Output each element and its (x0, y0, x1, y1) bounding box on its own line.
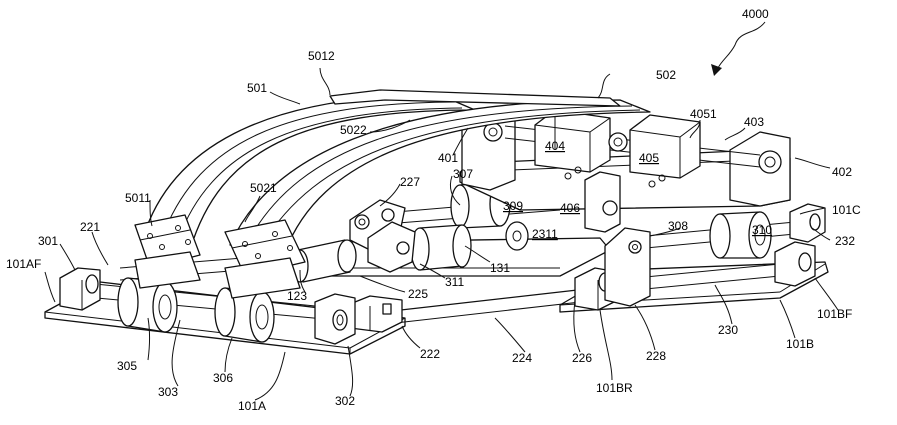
label-101A: 101A (238, 399, 266, 413)
label-5012: 5012 (308, 49, 335, 63)
label-5022: 5022 (340, 123, 367, 137)
bracket-402 (729, 131, 791, 207)
roller-310 (709, 211, 772, 259)
label-101C: 101C (832, 203, 861, 217)
label-228: 228 (646, 349, 666, 363)
label-224: 224 (512, 351, 532, 365)
label-301: 301 (38, 234, 58, 248)
bracket-228 (604, 227, 651, 307)
label-5021: 5021 (250, 181, 277, 195)
bracket-406 (584, 171, 621, 233)
roller-305 (117, 277, 178, 333)
label-101AF: 101AF (6, 257, 41, 271)
label-305: 305 (117, 359, 137, 373)
label-225: 225 (408, 287, 428, 301)
reference-labels: 4000 5012 502 501 4051 403 5022 404 405 … (6, 7, 861, 413)
label-308: 308 (668, 219, 688, 233)
label-311: 311 (445, 275, 464, 289)
leader-lines (44, 21, 839, 401)
block-232 (789, 203, 826, 243)
block-301 (59, 267, 101, 311)
roller-306 (214, 287, 275, 343)
motor-123 (291, 239, 357, 283)
label-232: 232 (835, 234, 855, 248)
label-222: 222 (420, 347, 440, 361)
label-4000: 4000 (742, 7, 769, 21)
block-405 (608, 114, 701, 188)
label-123: 123 (287, 289, 307, 303)
label-2311: 2311 (532, 227, 558, 241)
block-222 (349, 295, 403, 333)
label-303: 303 (158, 385, 178, 399)
label-309: 309 (503, 199, 523, 213)
label-406: 406 (560, 201, 580, 215)
label-403: 403 (744, 115, 764, 129)
label-101BF: 101BF (817, 307, 852, 321)
label-306: 306 (213, 371, 233, 385)
label-401: 401 (438, 151, 458, 165)
crank-linkage-227 (349, 199, 416, 273)
label-101B: 101B (786, 337, 814, 351)
label-226: 226 (572, 351, 592, 365)
label-502: 502 (656, 68, 676, 82)
label-131: 131 (490, 261, 510, 275)
wheel-2311 (505, 221, 529, 251)
block-302 (314, 293, 356, 345)
leaf-feet (134, 251, 301, 299)
label-302: 302 (335, 394, 355, 408)
label-221: 221 (80, 220, 100, 234)
label-501: 501 (247, 81, 267, 95)
label-310: 310 (752, 223, 772, 237)
label-404: 404 (545, 139, 565, 153)
label-402: 402 (832, 165, 852, 179)
block-101BF (774, 241, 816, 287)
label-227: 227 (400, 175, 420, 189)
label-230: 230 (718, 323, 738, 337)
label-5011: 5011 (125, 191, 151, 205)
label-405: 405 (639, 151, 659, 165)
roller-311 (410, 224, 472, 271)
label-4051: 4051 (690, 107, 717, 121)
label-307: 307 (453, 167, 473, 181)
label-101BR: 101BR (596, 381, 633, 395)
